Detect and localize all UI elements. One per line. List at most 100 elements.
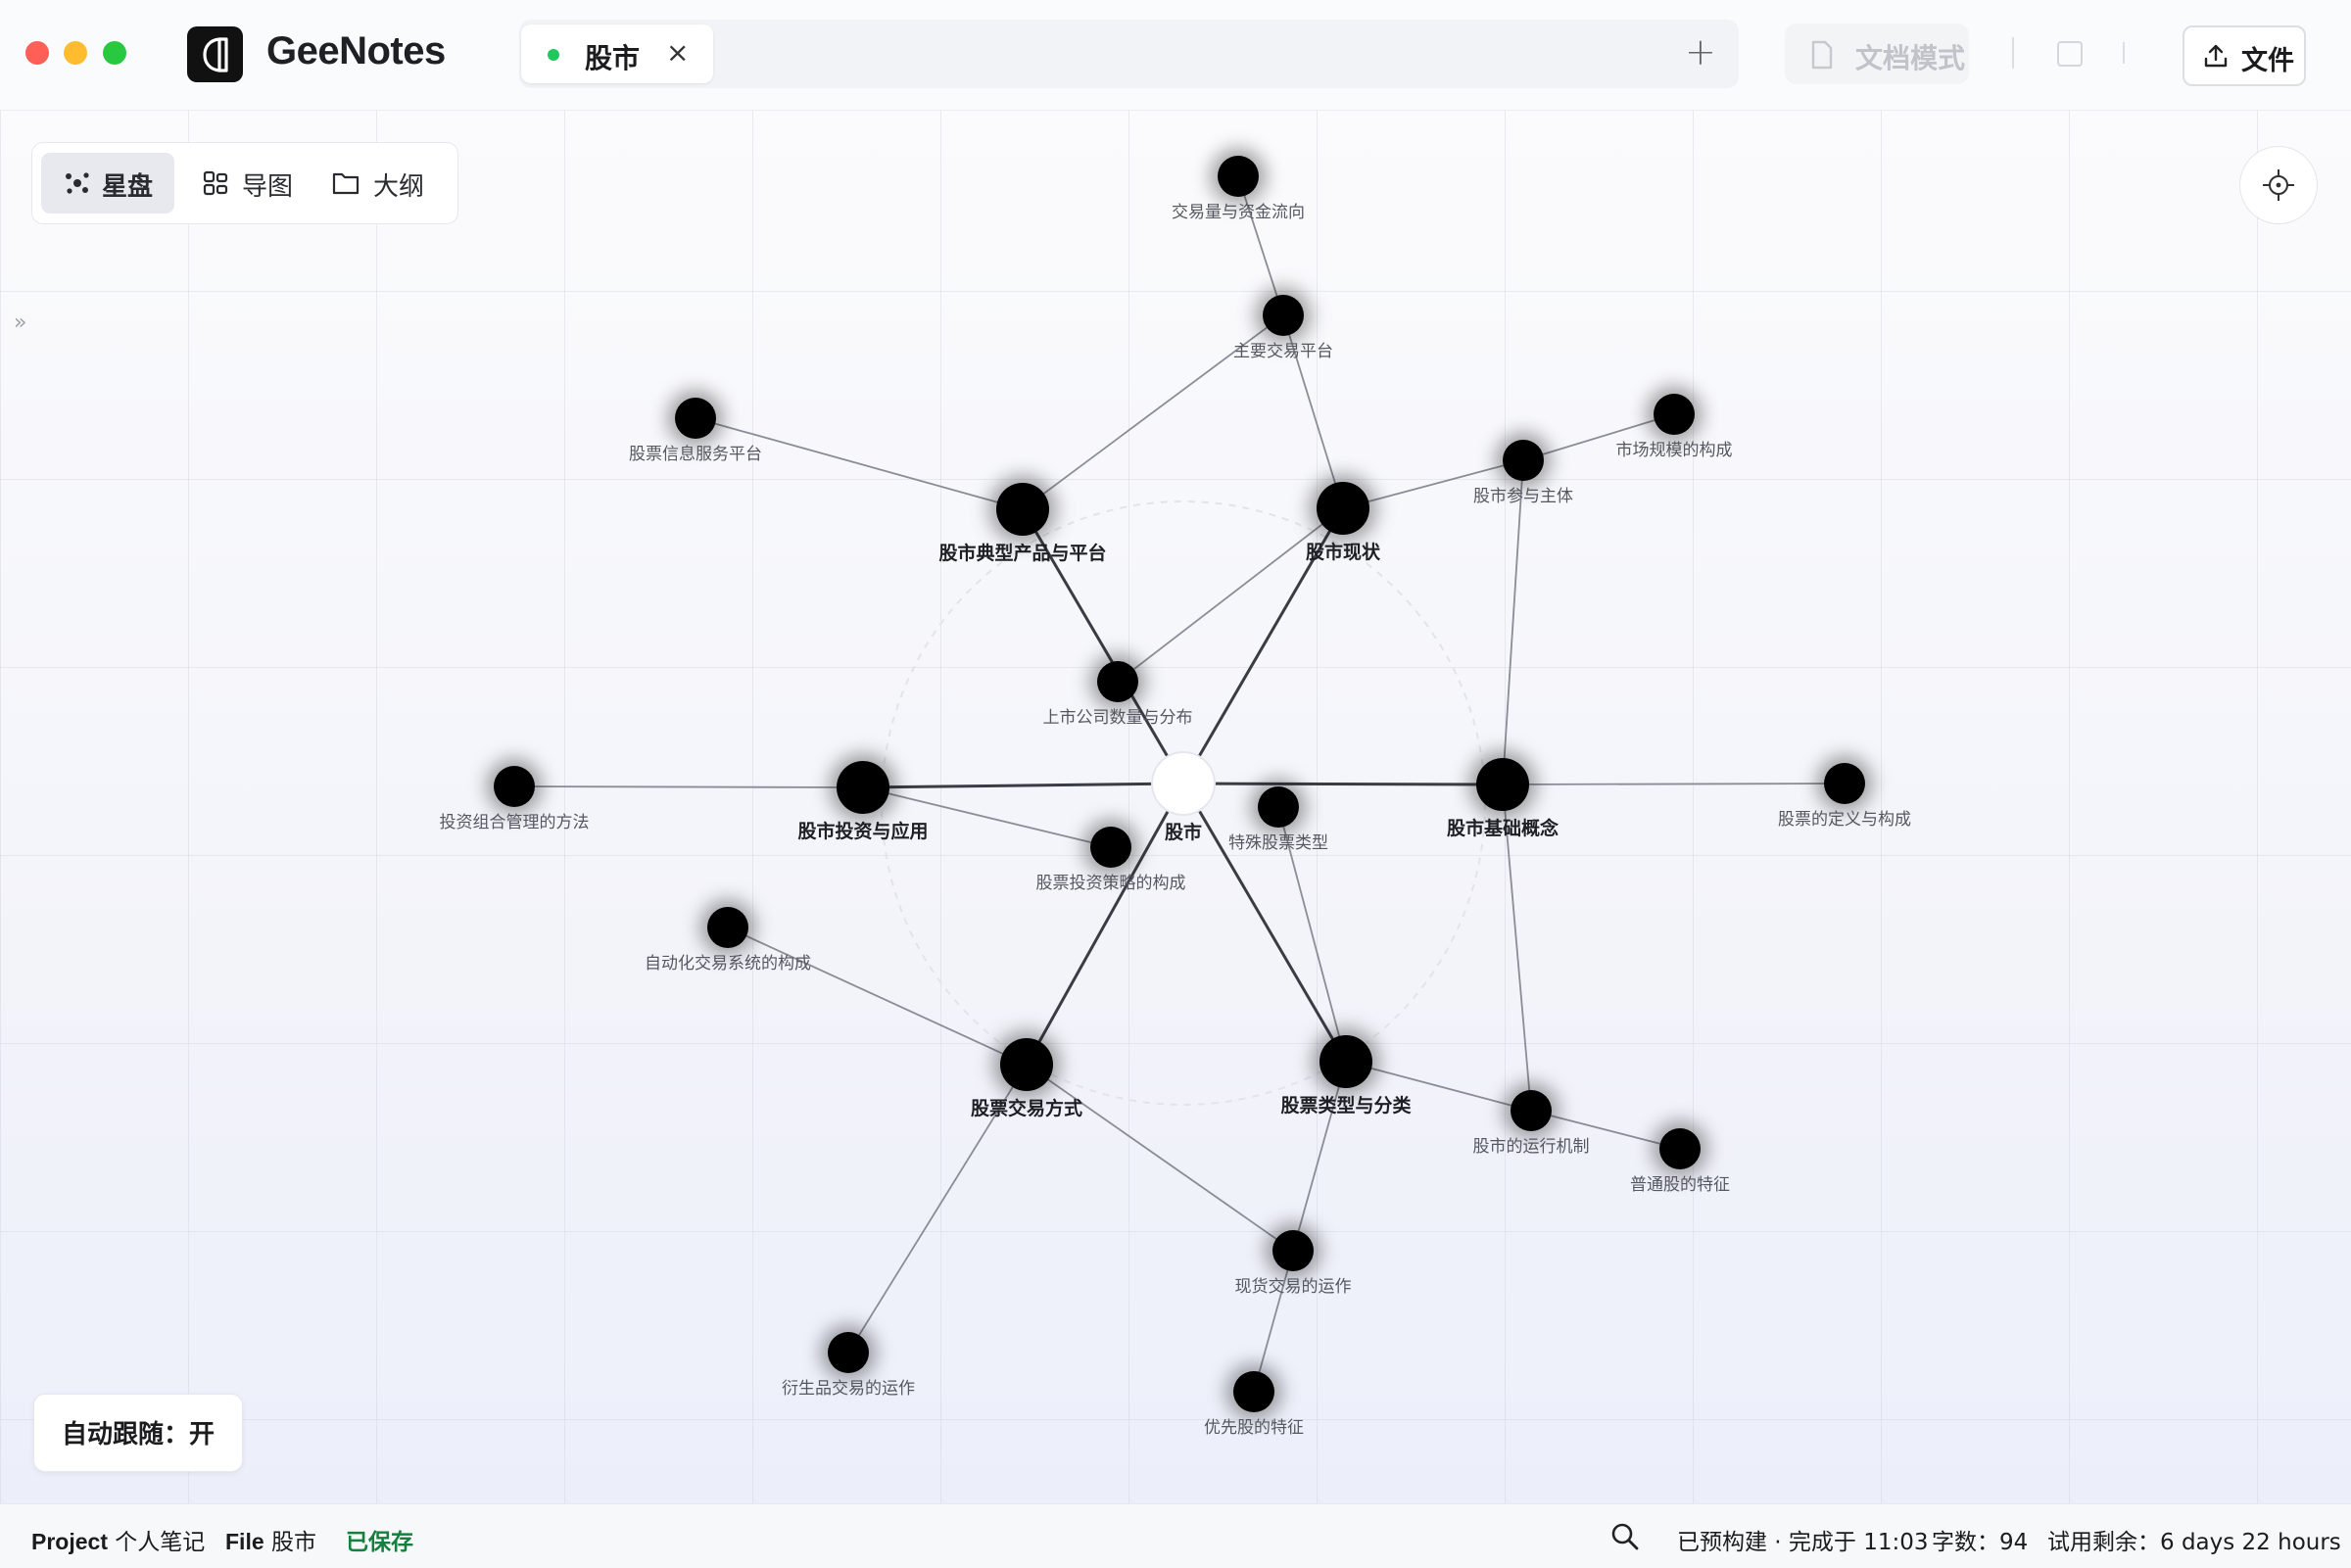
folder-icon	[332, 172, 360, 195]
node-dot[interactable]	[1151, 751, 1216, 816]
graph-node-preferred[interactable]: 优先股的特征	[1204, 1363, 1304, 1438]
node-dot[interactable]	[996, 483, 1049, 536]
graph-node-center[interactable]: 股市	[1151, 751, 1216, 843]
graph-node-products[interactable]: 股市典型产品与平台	[938, 475, 1107, 564]
node-dot[interactable]	[1258, 786, 1299, 828]
node-label: 现货交易的运作	[1235, 1277, 1352, 1297]
document-mode-button[interactable]: 文档模式	[1785, 24, 1969, 84]
node-dot[interactable]	[828, 1332, 869, 1373]
graph-edge	[1502, 784, 1532, 1112]
view-tab-outline[interactable]: 大纲	[318, 153, 446, 214]
project-value: 个人笔记	[115, 1530, 206, 1555]
file-indicator[interactable]: File 股市	[225, 1523, 316, 1556]
node-dot[interactable]	[837, 761, 889, 814]
node-label: 股票的定义与构成	[1778, 810, 1911, 830]
graph-node-auto[interactable]: 自动化交易系统的构成	[645, 899, 811, 974]
graph-node-spot[interactable]: 现货交易的运作	[1235, 1222, 1352, 1297]
node-dot[interactable]	[1000, 1038, 1053, 1091]
view-mode-switch: 星盘 导图 大纲	[31, 142, 458, 224]
upload-icon	[2204, 44, 2228, 68]
graph-node-volume[interactable]: 交易量与资金流向	[1172, 148, 1305, 222]
project-indicator[interactable]: Project 个人笔记	[31, 1523, 205, 1556]
node-dot[interactable]	[1659, 1128, 1701, 1169]
node-dot[interactable]	[1511, 1090, 1552, 1131]
knowledge-graph[interactable]: 股市 股市投资与应用 股市基础概念 股市典型产品与平台 股市现状股票交易方式股票类型与分…	[0, 111, 2351, 1503]
app-logo-icon	[187, 26, 243, 82]
auto-follow-toggle[interactable]: 自动跟随：开	[33, 1394, 243, 1472]
file-button-label: 文件	[2241, 46, 2294, 76]
graph-node-deriv[interactable]: 衍生品交易的运作	[782, 1324, 915, 1399]
node-label: 优先股的特征	[1204, 1418, 1304, 1438]
project-key: Project	[31, 1529, 108, 1554]
node-dot[interactable]	[675, 398, 716, 439]
node-dot[interactable]	[1476, 758, 1529, 811]
toolbar-divider	[2012, 37, 2014, 69]
title-bar: GeeNotes 股市 × + 文档模式 文件	[0, 0, 2351, 111]
graph-edge	[1021, 508, 1185, 784]
node-label: 股市投资与应用	[797, 820, 928, 842]
node-dot[interactable]	[1319, 1035, 1372, 1088]
recenter-button[interactable]	[2239, 146, 2318, 224]
graph-edge	[1277, 806, 1347, 1063]
node-label: 股市典型产品与平台	[938, 542, 1106, 564]
graph-node-invest[interactable]: 股市投资与应用	[797, 753, 929, 842]
toolbar-divider	[2123, 42, 2125, 64]
graph-node-types[interactable]: 股票类型与分类	[1280, 1027, 1412, 1117]
graph-node-strategy[interactable]: 股票投资策略的构成	[1036, 819, 1186, 893]
view-tab-mindmap[interactable]: 导图	[189, 153, 307, 214]
node-label: 自动化交易系统的构成	[645, 954, 811, 974]
window-minimize-button[interactable]	[64, 41, 87, 65]
node-dot[interactable]	[1263, 295, 1304, 336]
node-dot[interactable]	[1824, 763, 1865, 804]
node-dot[interactable]	[1272, 1230, 1314, 1271]
node-dot[interactable]	[1503, 440, 1544, 481]
node-dot[interactable]	[1097, 661, 1138, 702]
crosshair-icon	[2263, 169, 2294, 201]
graph-edge	[1026, 1064, 1294, 1252]
tab-close-icon[interactable]: ×	[666, 36, 690, 69]
graph-node-infoSvc[interactable]: 股票信息服务平台	[629, 390, 762, 464]
graph-node-listed[interactable]: 上市公司数量与分布	[1043, 653, 1193, 728]
node-label: 股票类型与分类	[1280, 1094, 1411, 1117]
tab-active-document[interactable]: 股市 ×	[521, 24, 713, 83]
graph-node-participants[interactable]: 股市参与主体	[1473, 432, 1573, 506]
node-label: 投资组合管理的方法	[440, 813, 590, 832]
graph-node-special[interactable]: 特殊股票类型	[1228, 779, 1328, 853]
add-tab-button[interactable]: +	[1685, 30, 1716, 73]
node-dot[interactable]	[1654, 394, 1695, 435]
graph-node-trade[interactable]: 股票交易方式	[971, 1030, 1082, 1119]
graph-node-platform[interactable]: 主要交易平台	[1233, 287, 1333, 361]
word-count: 字数：94	[1932, 1530, 2029, 1555]
node-label: 股市	[1165, 821, 1202, 843]
node-label: 股市现状	[1306, 541, 1381, 563]
node-dot[interactable]	[707, 907, 748, 948]
file-export-button[interactable]: 文件	[2183, 25, 2306, 86]
graph-canvas[interactable]: 股市 股市投资与应用 股市基础概念 股市典型产品与平台 股市现状股票交易方式股票类型与分…	[0, 111, 2351, 1503]
expand-sidebar-icon[interactable]: »	[14, 310, 27, 335]
node-dot[interactable]	[494, 766, 535, 807]
node-dot[interactable]	[1233, 1371, 1274, 1412]
search-icon[interactable]	[1610, 1522, 1640, 1551]
window-close-button[interactable]	[25, 41, 49, 65]
sidebar-toggle-icon[interactable]	[2057, 41, 2083, 67]
auto-follow-label: 自动跟随：开	[62, 1420, 216, 1449]
graph-node-scale[interactable]: 市场规模的构成	[1616, 386, 1733, 460]
view-tab-constellation[interactable]: 星盘	[41, 153, 174, 214]
graph-node-status[interactable]: 股市现状	[1306, 474, 1381, 563]
file-value: 股市	[270, 1530, 316, 1555]
node-dot[interactable]	[1090, 827, 1131, 868]
status-bar: Project 个人笔记 File 股市 已保存 已预构建 · 完成于 11:0…	[0, 1503, 2351, 1568]
node-label: 股市基础概念	[1447, 817, 1559, 839]
tab-label: 股市	[585, 42, 641, 74]
window-zoom-button[interactable]	[103, 41, 126, 65]
node-label: 股市参与主体	[1473, 487, 1573, 506]
node-dot[interactable]	[1218, 156, 1259, 197]
graph-node-mechanism[interactable]: 股市的运行机制	[1473, 1082, 1590, 1157]
graph-node-basic[interactable]: 股市基础概念	[1447, 750, 1559, 839]
node-dot[interactable]	[1317, 482, 1369, 535]
graph-node-portfolio[interactable]: 投资组合管理的方法	[440, 758, 590, 832]
graph-node-definition[interactable]: 股票的定义与构成	[1778, 755, 1911, 830]
graph-edge	[695, 417, 1024, 510]
graph-node-common[interactable]: 普通股的特征	[1630, 1120, 1730, 1195]
view-tab-label: 星盘	[102, 172, 154, 202]
